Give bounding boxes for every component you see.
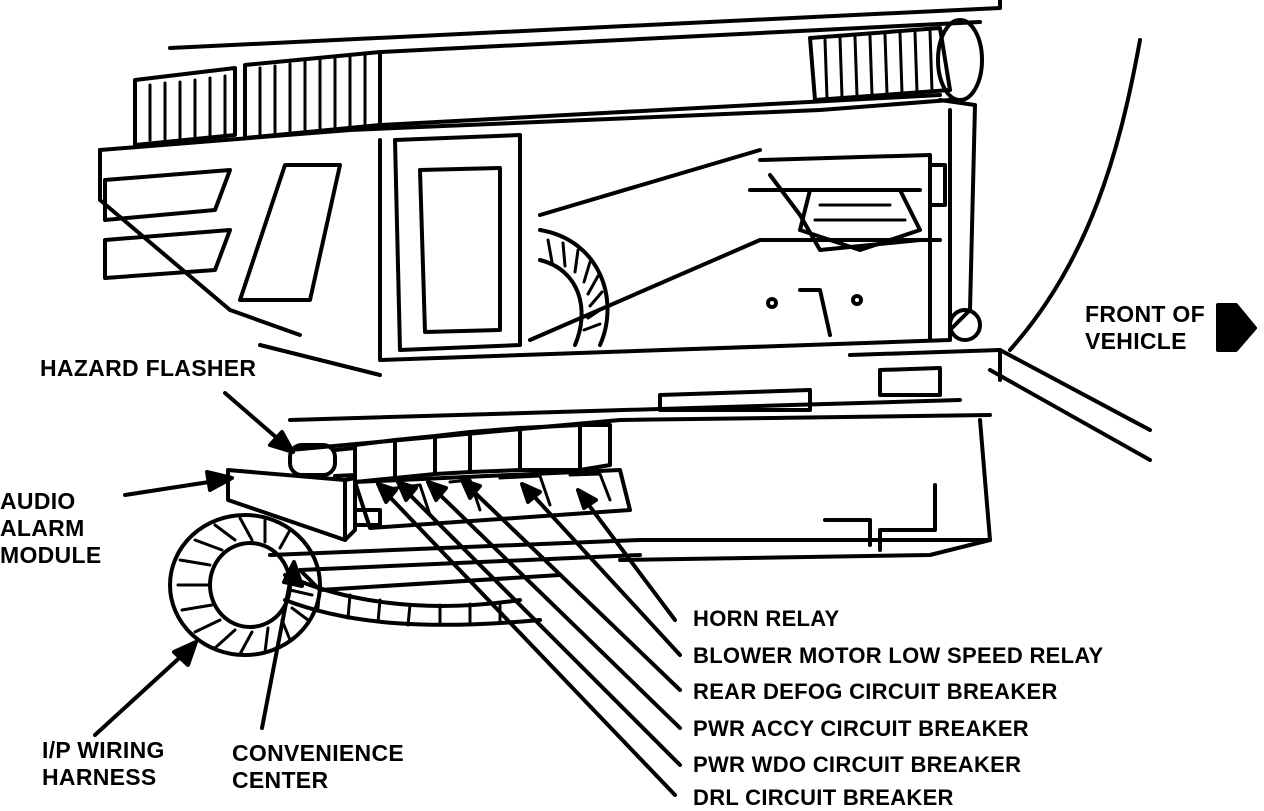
right-lower-structure xyxy=(618,98,1002,562)
ip-wiring-line-1: I/P WIRING xyxy=(42,737,165,763)
right-air-vents xyxy=(808,18,984,102)
harness-arrow xyxy=(93,648,190,737)
hazard-flasher xyxy=(288,443,357,478)
convenience-center-arrowhead xyxy=(282,560,304,588)
front-of-vehicle-line-1: FRONT OF xyxy=(1085,301,1205,327)
hazard-flasher-arrow xyxy=(223,391,287,447)
convenience-center-line-2: CENTER xyxy=(232,767,329,793)
blower-relay-leader xyxy=(528,490,682,657)
center-bracket xyxy=(393,133,942,352)
callout-drl-breaker: DRL CIRCUIT BREAKER xyxy=(693,785,954,810)
audio-alarm-line-1: AUDIO xyxy=(0,488,76,514)
front-of-vehicle-arrowhead xyxy=(1216,303,1257,352)
callout-pwr-accy-breaker: PWR ACCY CIRCUIT BREAKER xyxy=(693,716,1029,741)
front-of-vehicle-label: FRONT OF VEHICLE xyxy=(1085,301,1205,355)
audio-alarm-line-2: ALARM xyxy=(0,515,85,541)
convenience-center-line-1: CONVENIENCE xyxy=(232,740,404,766)
rear-defog-leader xyxy=(468,486,682,692)
harness-arrowhead xyxy=(172,640,198,667)
hazard-flasher-label: HAZARD FLASHER xyxy=(40,355,257,381)
left-air-vents xyxy=(133,20,982,147)
blower-motor xyxy=(798,163,947,252)
convenience-center-label: CONVENIENCE CENTER xyxy=(232,740,404,794)
callout-horn-relay: HORN RELAY xyxy=(693,606,840,631)
upper-harness-coil xyxy=(538,228,610,347)
instrument-panel-outline xyxy=(98,0,1152,462)
audio-alarm-arrow xyxy=(123,478,224,497)
audio-alarm-module xyxy=(226,468,357,542)
drl-leader xyxy=(383,490,677,797)
audio-alarm-module-label: AUDIO ALARM MODULE xyxy=(0,488,101,569)
callout-leader-lines xyxy=(376,478,682,797)
horn-relay-leader xyxy=(583,498,677,622)
front-of-vehicle-line-2: VEHICLE xyxy=(1085,328,1187,354)
ip-wiring-line-2: HARNESS xyxy=(42,764,157,790)
callout-blower-motor-relay: BLOWER MOTOR LOW SPEED RELAY xyxy=(693,643,1104,668)
hazard-flasher-arrowhead xyxy=(268,430,295,454)
left-panel-recesses xyxy=(103,163,342,302)
convenience-center-arrow xyxy=(260,570,294,730)
pwr-wdo-leader xyxy=(403,488,682,767)
ip-wiring-harness-label: I/P WIRING HARNESS xyxy=(42,737,165,791)
callout-rear-defog-breaker: REAR DEFOG CIRCUIT BREAKER xyxy=(693,679,1058,704)
relays-and-breakers xyxy=(353,423,632,530)
pwr-accy-leader xyxy=(433,488,682,730)
callout-pwr-wdo-breaker: PWR WDO CIRCUIT BREAKER xyxy=(693,752,1022,777)
audio-alarm-arrowhead xyxy=(205,470,234,492)
audio-alarm-line-3: MODULE xyxy=(0,542,102,568)
leader-arrows xyxy=(93,303,1257,737)
